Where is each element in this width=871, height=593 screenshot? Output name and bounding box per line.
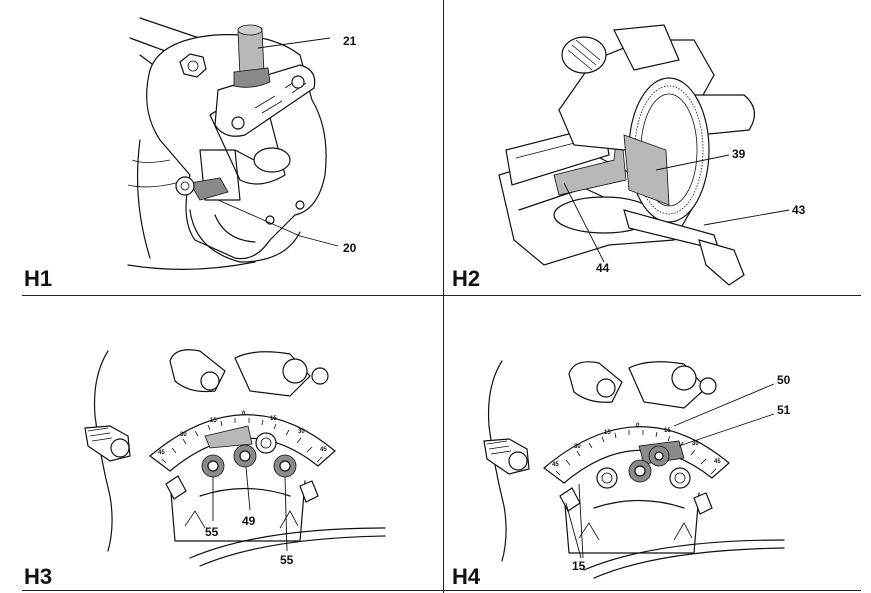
h4-screw-center	[628, 459, 652, 483]
figure-label-h4: H4	[452, 564, 481, 589]
h4-screw-right	[669, 467, 691, 489]
h2-callout-43: 43	[792, 203, 806, 217]
h2-callout-39: 39	[732, 147, 746, 161]
figure-h3-drawing: 45 30 15 0 15 30 45	[84, 349, 386, 567]
h4-scale-45-left: 45	[552, 462, 559, 468]
h1-knob	[179, 53, 207, 78]
h3-scale-15-right: 15	[270, 416, 277, 422]
h4-scale-45-right: 45	[714, 459, 721, 465]
h1-base-arc	[127, 261, 256, 270]
h3-scale-45-left: 45	[158, 450, 165, 456]
h3-screw-left	[201, 454, 225, 478]
h3-scale-15-left: 15	[210, 418, 217, 424]
h1-callout-21: 21	[343, 34, 357, 48]
figure-h2: 39 43 44 H2	[444, 0, 871, 295]
h4-callout-50: 50	[777, 373, 791, 387]
h2-blade-square	[623, 134, 670, 206]
h4-scale-30-left: 30	[574, 444, 581, 450]
h3-scale-ticks	[161, 418, 323, 464]
figure-label-h2: H2	[452, 266, 481, 291]
figure-h1-drawing: 21 20	[127, 17, 357, 270]
h2-callout-44: 44	[596, 261, 610, 275]
h4-screw-left	[596, 467, 618, 489]
h3-callout-55-right: 55	[280, 553, 294, 567]
horizontal-divider-bottom	[22, 590, 861, 591]
h4-scale-15-right: 15	[664, 428, 671, 434]
h3-screw-right	[273, 454, 297, 478]
h3-scale-45-right: 45	[320, 447, 327, 453]
h3-callout-49: 49	[242, 514, 256, 528]
h3-scale-30-left: 30	[180, 432, 187, 438]
h4-scale-0: 0	[636, 423, 640, 429]
figure-h2-drawing: 39 43 44	[498, 24, 806, 286]
h1-callout-20: 20	[343, 241, 357, 255]
h4-miter-scale	[543, 426, 730, 484]
h4-callout-51: 51	[777, 403, 791, 417]
figure-h3: 45 30 15 0 15 30 45	[0, 296, 443, 590]
vertical-divider	[443, 0, 444, 593]
h4-scale-15-left: 15	[604, 430, 611, 436]
h1-tube-end	[253, 147, 291, 173]
h4-callout-15: 15	[572, 559, 586, 573]
figure-label-h1: H1	[24, 266, 53, 291]
h3-callout-55-left: 55	[205, 525, 219, 539]
figure-h4-drawing: 45 30 15 0 15 30 45	[483, 360, 791, 579]
h4-scale-ticks	[555, 430, 717, 476]
figure-label-h3: H3	[24, 564, 53, 589]
h1-base-side	[136, 139, 151, 259]
h1-wing-knob	[189, 177, 229, 201]
h3-scale-0: 0	[242, 411, 246, 417]
h4-scale-30-right: 30	[692, 441, 699, 447]
h3-screw-center	[233, 444, 257, 468]
horizontal-divider-middle	[22, 295, 861, 296]
h3-pointer	[204, 425, 253, 449]
figure-h4: 45 30 15 0 15 30 45	[444, 296, 871, 590]
figure-h1: 21 20 H1	[0, 0, 443, 295]
h3-scale-30-right: 30	[298, 429, 305, 435]
